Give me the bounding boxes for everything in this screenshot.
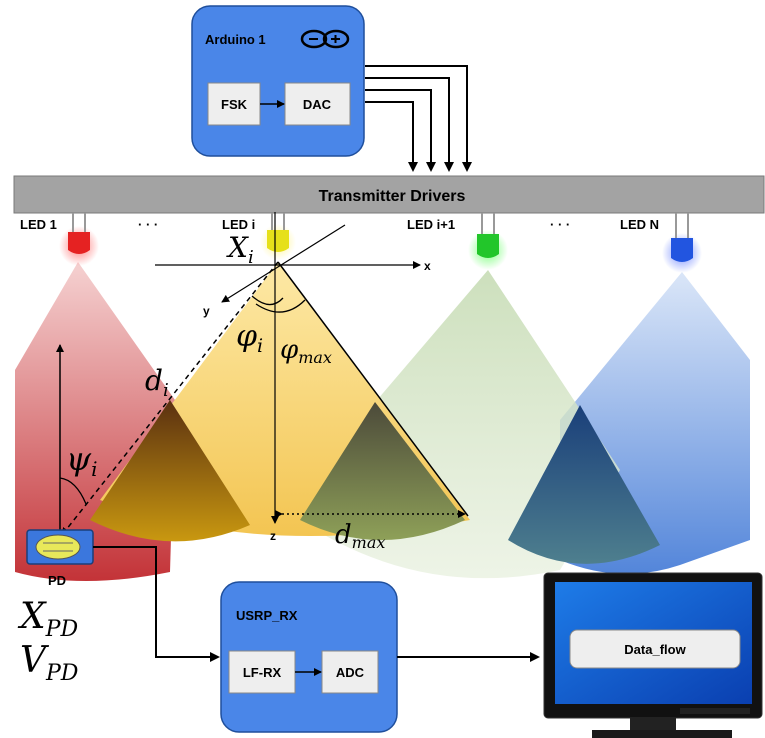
arduino-panel bbox=[191, 5, 365, 157]
transmitter-drivers-bar bbox=[13, 175, 765, 214]
phi-max-arc bbox=[255, 299, 306, 313]
di-dashed-line bbox=[61, 261, 279, 536]
lf-rx-box bbox=[228, 650, 296, 694]
fsk-label: FSK bbox=[221, 97, 248, 112]
dmax-symbol: dmax bbox=[335, 520, 385, 552]
psi-i-symbol: ψi bbox=[66, 440, 98, 481]
fsk-box bbox=[207, 82, 261, 126]
arduino-block: Arduino 1 FSK DAC bbox=[191, 5, 365, 157]
psi-i-arc bbox=[59, 477, 87, 505]
data-flow-label: Data_flow bbox=[624, 642, 686, 657]
x-axis-label: x bbox=[424, 259, 431, 273]
phi-i-arc bbox=[251, 295, 284, 306]
led-i-plus-1-label: LED i+1 bbox=[407, 217, 455, 232]
y-axis bbox=[221, 224, 346, 303]
photodetector-icon bbox=[26, 529, 94, 565]
geometry-annotations bbox=[56, 212, 469, 536]
adc-box bbox=[321, 650, 379, 694]
leds: LED 1 · · · LED i LED i+1 · · · LED N bbox=[20, 213, 702, 273]
dac-box bbox=[284, 82, 351, 126]
cone-edge bbox=[277, 261, 469, 517]
led-n-label: LED N bbox=[620, 217, 659, 232]
light-cones bbox=[15, 262, 750, 581]
vpd-symbol: VPD bbox=[20, 640, 79, 686]
pd-label: PD bbox=[48, 573, 66, 588]
xi-symbol: Xi bbox=[226, 231, 254, 268]
led-1-red-icon bbox=[68, 232, 90, 254]
led-i-plus-1-green-icon bbox=[477, 234, 499, 258]
dac-driver-wires bbox=[365, 65, 472, 172]
di-symbol: di bbox=[145, 364, 169, 401]
ellipsis-left: · · · bbox=[138, 217, 158, 232]
led-i-yellow-icon bbox=[267, 230, 289, 252]
lf-rx-label: LF-RX bbox=[243, 665, 282, 680]
arduino-logo-icon bbox=[300, 29, 350, 49]
led-n-blue-icon bbox=[671, 238, 693, 262]
arduino-title: Arduino 1 bbox=[205, 32, 266, 47]
blue-inner-cone bbox=[508, 405, 660, 564]
green-inner-cone bbox=[300, 402, 465, 540]
led-1-label: LED 1 bbox=[20, 217, 57, 232]
xpd-symbol: XPD bbox=[17, 596, 78, 642]
pd-to-lfrx-wire bbox=[93, 546, 220, 662]
usrp-title: USRP_RX bbox=[236, 608, 298, 623]
data-flow-box bbox=[569, 629, 741, 669]
phi-max-symbol: φmax bbox=[280, 335, 332, 367]
phi-i-symbol: φi bbox=[236, 319, 263, 357]
yellow-inner-cone bbox=[90, 400, 250, 542]
usrp-rx-block: USRP_RX LF-RX ADC bbox=[220, 581, 398, 733]
y-axis-label: y bbox=[203, 304, 210, 318]
ellipsis-right: · · · bbox=[550, 217, 570, 232]
led-i-label: LED i bbox=[222, 217, 255, 232]
z-axis-label: z bbox=[270, 529, 276, 543]
transmitter-drivers-label: Transmitter Drivers bbox=[319, 188, 466, 205]
dac-label: DAC bbox=[303, 97, 332, 112]
adc-label: ADC bbox=[336, 665, 365, 680]
